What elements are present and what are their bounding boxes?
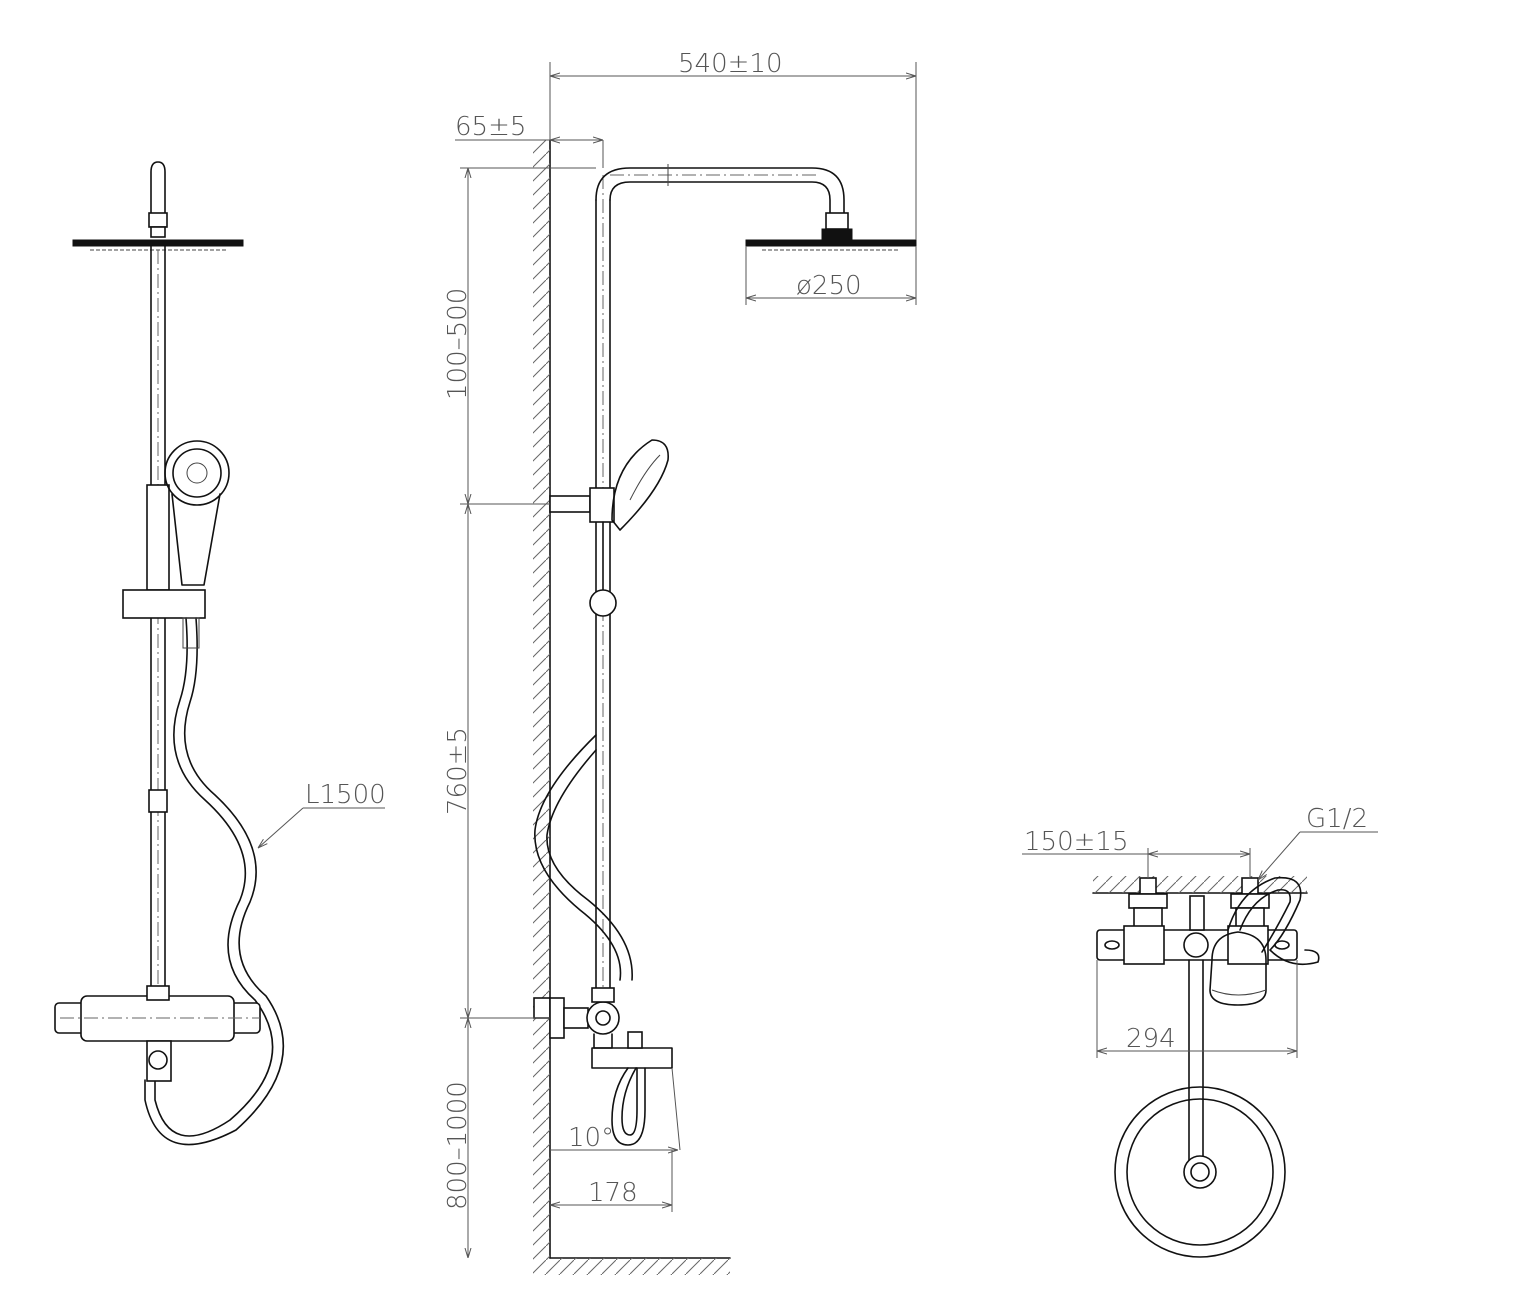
head-diameter-label: ø250	[796, 271, 862, 301]
rail-adjust-label: 100–500	[443, 288, 473, 400]
mixer-width-label: 294	[1126, 1024, 1176, 1054]
inlet-spacing-label: 150±15	[1024, 827, 1129, 857]
side-dimensions: 540±10 65±5 ø250 100–500 760±5 800–1000 …	[443, 49, 917, 1258]
front-view	[54, 161, 285, 1146]
wall-offset-label: 65±5	[455, 112, 526, 142]
thread-label: G1/2	[1306, 804, 1368, 834]
spout-length-label: 178	[588, 1178, 638, 1208]
spout-angle-label: 10°	[568, 1123, 614, 1153]
hose-length-callout: L1500	[258, 780, 386, 848]
hose-length-label: L1500	[305, 780, 386, 810]
overall-projection-label: 540±10	[678, 49, 783, 79]
top-view	[1092, 876, 1320, 1258]
side-view	[533, 139, 917, 1275]
top-dimensions: 150±15 G1/2 294	[1022, 804, 1378, 1058]
center-height-label: 760±5	[443, 727, 473, 815]
mixer-height-label: 800–1000	[443, 1081, 473, 1210]
